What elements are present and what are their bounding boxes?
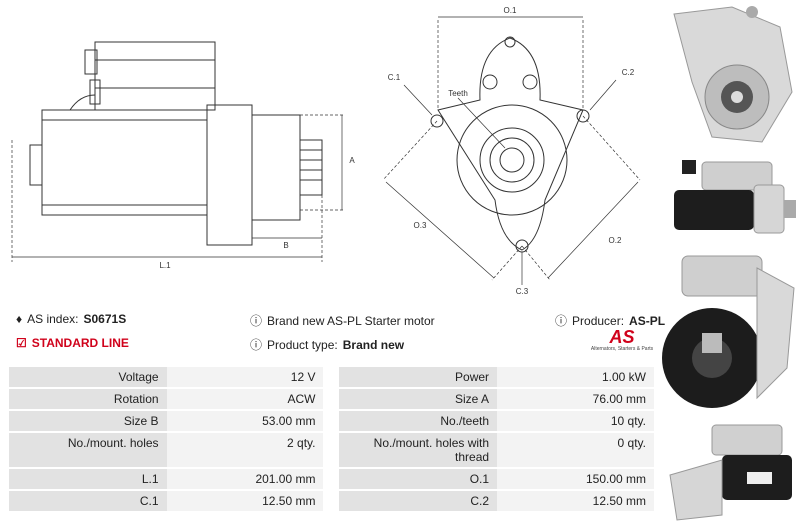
table-row: C.1 12.50 mm C.2 12.50 mm — [9, 491, 654, 511]
table-row: Voltage 12 V Power 1.00 kW — [9, 367, 654, 387]
dim-b-label: B — [283, 241, 288, 250]
specs-table: Voltage 12 V Power 1.00 kW Rotation ACW … — [9, 365, 654, 513]
spec-value: 2 qty. — [166, 433, 324, 467]
table-row: Rotation ACW Size A 76.00 mm — [9, 389, 654, 409]
dim-o1-label: O.1 — [504, 6, 517, 15]
product-photos — [662, 0, 800, 526]
producer-value: AS-PL — [629, 313, 666, 328]
side-view-drawing — [29, 41, 323, 246]
as-pl-logo: AS Alternators, Starters & Parts — [590, 328, 654, 352]
logo-text: AS — [609, 327, 635, 347]
spec-value: 10 qty. — [497, 411, 654, 431]
checkbox-icon: ☑ — [16, 336, 27, 350]
as-index-value: S0671S — [83, 312, 127, 326]
info-icon: ⓘ — [250, 314, 263, 328]
spec-value: 12 V — [166, 367, 324, 387]
dim-l1-label: L.1 — [159, 261, 171, 270]
spec-value: 53.00 mm — [166, 411, 324, 431]
spec-label: L.1 — [9, 469, 167, 489]
spec-label: C.1 — [9, 491, 167, 511]
spec-value: 1.00 kW — [497, 367, 654, 387]
tag-icon: ♦ — [16, 312, 23, 326]
as-index-label: AS index: — [27, 312, 79, 326]
product-photo-angle[interactable] — [662, 420, 800, 524]
dim-c1-label: C.1 — [388, 73, 401, 82]
product-photo-side[interactable] — [662, 150, 800, 240]
info-icon: ⓘ — [250, 338, 263, 352]
spec-label: No./mount. holes with thread — [339, 433, 498, 467]
spec-label: Voltage — [9, 367, 167, 387]
product-description: Brand new AS-PL Starter motor — [267, 313, 435, 328]
as-index-row: ♦ AS index: S0671S — [16, 312, 126, 326]
producer-label: Producer: — [572, 313, 625, 328]
dim-o2-label: O.2 — [609, 236, 622, 245]
dim-a-label: A — [349, 156, 355, 165]
table-row: Size B 53.00 mm No./teeth 10 qty. — [9, 411, 654, 431]
spec-value: 12.50 mm — [497, 491, 654, 511]
product-photo-front[interactable] — [662, 2, 800, 152]
table-row: No./mount. holes 2 qty. No./mount. holes… — [9, 433, 654, 467]
spec-value: 150.00 mm — [497, 469, 654, 489]
teeth-label: Teeth — [448, 89, 468, 98]
spec-value: 201.00 mm — [166, 469, 324, 489]
spec-label: Size B — [9, 411, 167, 431]
producer-row: ⓘ Producer: AS-PL — [555, 312, 665, 329]
spec-label: No./teeth — [339, 411, 498, 431]
dim-c2-label: C.2 — [622, 68, 635, 77]
dim-c3-label: C.3 — [516, 287, 529, 296]
info-icon: ⓘ — [555, 314, 568, 328]
front-view-drawing — [430, 36, 590, 253]
technical-drawings: L.1 B A O.1 O.3 O.2 C.1 C.2 C.3 Teeth — [11, 6, 641, 296]
dim-o3-label: O.3 — [414, 221, 427, 230]
spec-value: 12.50 mm — [166, 491, 324, 511]
spec-value: 0 qty. — [497, 433, 654, 467]
table-row: L.1 201.00 mm O.1 150.00 mm — [9, 469, 654, 489]
standard-line-label: STANDARD LINE — [31, 336, 129, 350]
description-row: ⓘ Brand new AS-PL Starter motor — [250, 312, 435, 329]
spec-label: C.2 — [339, 491, 498, 511]
spec-value: 76.00 mm — [497, 389, 654, 409]
spec-label: O.1 — [339, 469, 498, 489]
spec-label: Rotation — [9, 389, 167, 409]
product-photo-rear[interactable] — [662, 248, 800, 418]
spec-label: Size A — [339, 389, 498, 409]
spec-value: ACW — [166, 389, 324, 409]
spec-label: No./mount. holes — [9, 433, 167, 467]
product-type-value: Brand new — [342, 337, 405, 352]
spec-label: Power — [339, 367, 498, 387]
product-type-label: Product type: — [267, 337, 338, 352]
product-type-row: ⓘ Product type: Brand new — [250, 336, 404, 353]
standard-line-row: ☑ STANDARD LINE — [16, 336, 129, 350]
logo-subtitle: Alternators, Starters & Parts — [590, 346, 654, 352]
